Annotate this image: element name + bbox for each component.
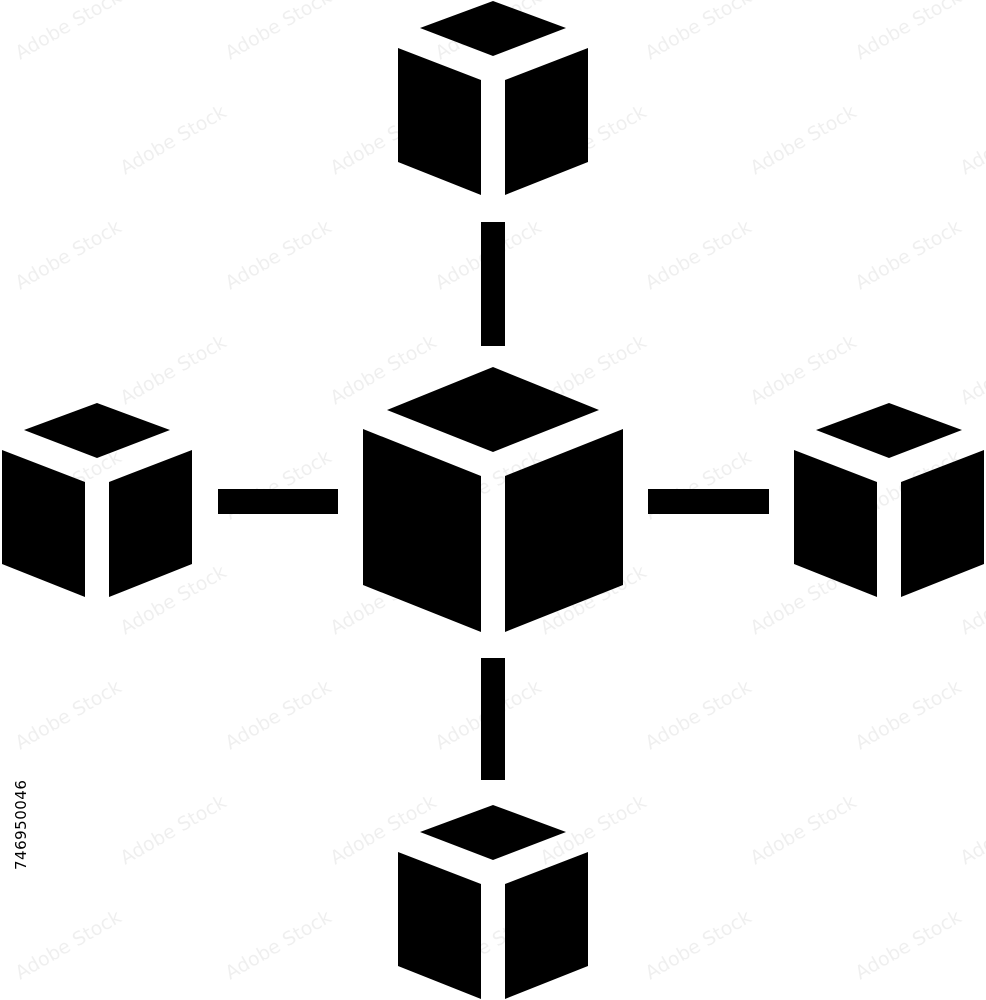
connector-bottom xyxy=(481,658,505,780)
watermark-tile: Adobe Stock xyxy=(852,216,966,294)
watermark-tile: Adobe Stock xyxy=(642,0,756,64)
center-cube-icon xyxy=(363,367,623,632)
watermark-tile: Adobe Stock xyxy=(117,791,231,869)
watermark-tile: Adobe Stock xyxy=(957,101,986,179)
watermark-tile: Adobe Stock xyxy=(117,331,231,409)
watermark-tile: Adobe Stock xyxy=(12,216,126,294)
watermark-tile: Adobe Stock xyxy=(852,0,966,64)
watermark-tile: Adobe Stock xyxy=(642,216,756,294)
watermark-tile: Adobe Stock xyxy=(327,791,441,869)
watermark-tile: Adobe Stock xyxy=(747,331,861,409)
watermark-tile: Adobe Stock xyxy=(222,0,336,64)
left-cube-icon xyxy=(2,403,192,597)
stock-id-label: 746950046 xyxy=(12,779,30,870)
watermark-tile: Adobe Stock xyxy=(957,331,986,409)
watermark-tile: Adobe Stock xyxy=(222,216,336,294)
connector-top xyxy=(481,222,505,346)
watermark-tile: Adobe Stock xyxy=(747,101,861,179)
watermark-tile: Adobe Stock xyxy=(222,676,336,754)
watermark-tile: Adobe Stock xyxy=(12,906,126,984)
watermark-tile: Adobe Stock xyxy=(852,906,966,984)
connector-right xyxy=(648,489,769,514)
watermark-tile: Adobe Stock xyxy=(957,791,986,869)
watermark-tile: Adobe Stock xyxy=(642,676,756,754)
watermark-tile: Adobe Stock xyxy=(12,0,126,64)
connector-left xyxy=(218,489,338,514)
watermark-tile: Adobe Stock xyxy=(642,906,756,984)
watermark-tile: Adobe Stock xyxy=(747,791,861,869)
watermark-tile: Adobe Stock xyxy=(222,906,336,984)
right-cube-icon xyxy=(794,403,984,597)
watermark-tile: Adobe Stock xyxy=(117,101,231,179)
bottom-cube-icon xyxy=(398,805,588,999)
watermark-tile: Adobe Stock xyxy=(852,676,966,754)
top-cube-icon xyxy=(398,1,588,195)
watermark-tile: Adobe Stock xyxy=(12,676,126,754)
